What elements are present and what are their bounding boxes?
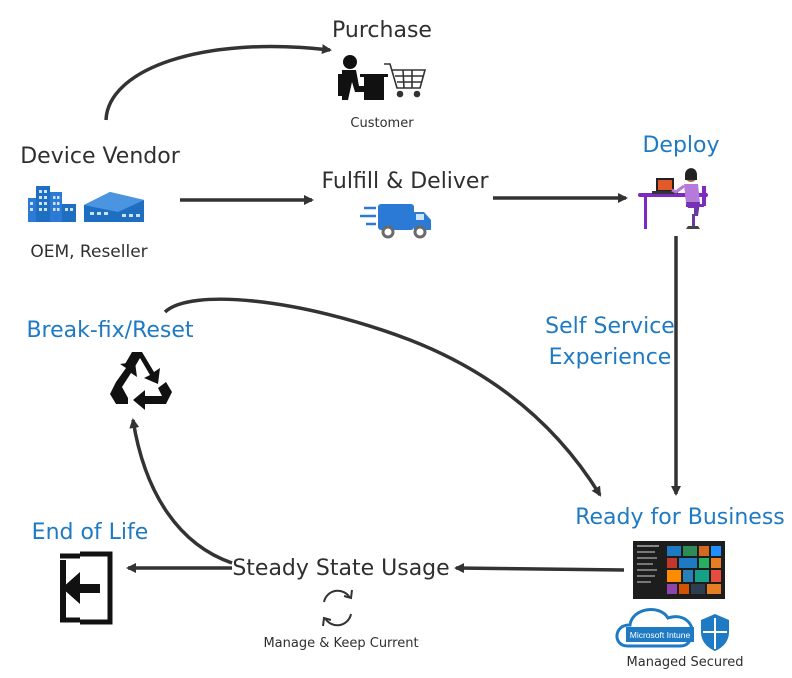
shopper-icon [338,55,388,100]
arrow-ready-to-steady [454,563,625,574]
steady-state-usage-label: Steady State Usage [232,556,450,581]
purchase-label: Purchase [332,18,432,43]
exit-icon [60,551,113,625]
ready-for-business-label: Ready for Business [575,505,785,530]
recycle-icon [110,352,172,410]
arrow-steady-to-breakfix [129,418,233,565]
fulfill-deliver-label: Fulfill & Deliver [321,169,489,194]
device-vendor-label: Device Vendor [20,144,180,169]
intune-cloud-icon: Microsoft Intune [615,608,694,648]
arrow-breakfix-to-ready [163,297,602,497]
sync-icon [322,589,353,627]
self-service-label-line1: Self Service [545,314,675,339]
self-service-label-line2: Experience [548,345,672,370]
customer-caption: Customer [350,116,414,131]
defender-shield-icon [701,614,729,651]
manage-keep-current-caption: Manage & Keep Current [263,636,419,651]
deploy-label: Deploy [642,133,720,158]
oem-reseller-caption: OEM, Reseller [30,242,148,262]
desk-worker-icon [638,168,708,229]
shopping-cart-icon [384,63,427,98]
buildings-icon [28,186,144,222]
delivery-truck-icon [360,204,431,239]
managed-secured-caption: Managed Secured [626,655,744,670]
break-fix-reset-label: Break-fix/Reset [26,318,194,343]
end-of-life-label: End of Life [31,520,149,545]
windows-start-menu-icon [633,541,725,599]
arrow-vendor-to-purchase [104,44,332,121]
intune-label: Microsoft Intune [630,630,691,640]
